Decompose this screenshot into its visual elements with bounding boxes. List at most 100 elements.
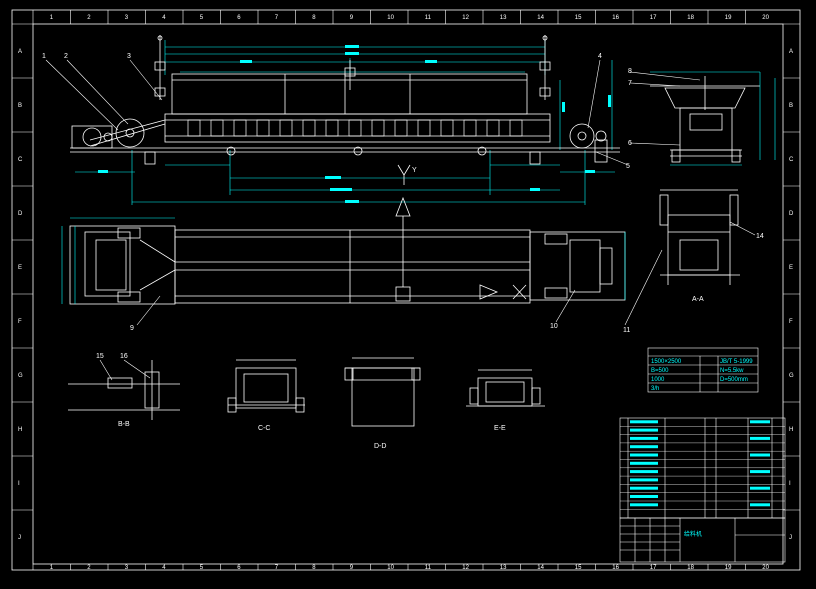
frame-column-label-16-top: 16 bbox=[612, 15, 619, 21]
drawing-title: 给料机 bbox=[684, 530, 702, 538]
frame-column-label-6-top: 6 bbox=[237, 15, 241, 21]
frame-column-label-3-top: 3 bbox=[125, 15, 129, 21]
title-block: 给料机 bbox=[619, 517, 786, 563]
frame-column-label-19-top: 19 bbox=[725, 15, 732, 21]
frame-row-label-C-left: C bbox=[18, 157, 23, 163]
frame-column-label-7-bottom: 7 bbox=[275, 565, 279, 571]
frame-column-label-17-bottom: 17 bbox=[650, 565, 657, 571]
frame-row-label-B-left: B bbox=[18, 103, 22, 109]
view-direction-arrow bbox=[395, 196, 411, 287]
spec-table: 1500×2500 B=500 1000 3/h JB/T 5-1999 N=5… bbox=[647, 347, 759, 393]
frame-column-label-15-bottom: 15 bbox=[575, 565, 582, 571]
plan-dimensions bbox=[61, 217, 626, 304]
balloon-7: 7 bbox=[628, 80, 632, 87]
frame-row-label-F-left: F bbox=[18, 319, 22, 325]
end-view-hopper bbox=[650, 76, 760, 163]
balloon-4: 4 bbox=[598, 53, 602, 60]
frame-row-label-G-left: G bbox=[18, 373, 23, 379]
frame-row-label-F-right: F bbox=[789, 319, 793, 325]
frame-column-label-2-bottom: 2 bbox=[87, 565, 91, 571]
balloon-10: 10 bbox=[550, 323, 558, 330]
balloon-1: 1 bbox=[42, 53, 46, 60]
balloon-3: 3 bbox=[127, 53, 131, 60]
lifting-lugs bbox=[154, 35, 551, 100]
elevation-dimension-text bbox=[98, 45, 611, 203]
frame-column-label-20-bottom: 20 bbox=[762, 565, 769, 571]
balloon-16: 16 bbox=[120, 353, 128, 360]
view-label-a-a: A-A bbox=[692, 296, 704, 303]
plan-frame bbox=[69, 225, 626, 305]
spec-cell-1: 1500×2500 bbox=[651, 359, 682, 365]
section-e-e bbox=[466, 369, 545, 407]
leader-lines bbox=[45, 59, 756, 381]
frame-row-label-B-right: B bbox=[789, 103, 793, 109]
balloon-9: 9 bbox=[130, 325, 134, 332]
view-arrow-y bbox=[397, 164, 411, 185]
frame-column-label-10-top: 10 bbox=[387, 15, 394, 21]
section-a-a bbox=[659, 189, 740, 285]
spec-cell-3: 1000 bbox=[651, 377, 665, 383]
frame-column-label-9-top: 9 bbox=[350, 15, 354, 21]
frame-zone-ticks bbox=[12, 10, 800, 570]
section-b-b bbox=[68, 360, 180, 420]
frame-row-label-D-left: D bbox=[18, 211, 23, 217]
frame-column-label-4-bottom: 4 bbox=[162, 565, 166, 571]
view-label-b-b: B-B bbox=[118, 421, 130, 428]
section-d-d bbox=[344, 357, 421, 427]
frame-column-label-11-bottom: 11 bbox=[425, 565, 432, 571]
balloon-14: 14 bbox=[756, 233, 764, 240]
section-c-c bbox=[227, 359, 305, 413]
balloon-11: 11 bbox=[623, 327, 630, 334]
frame-row-label-A-right: A bbox=[789, 49, 793, 55]
frame-column-label-1-bottom: 1 bbox=[50, 565, 54, 571]
frame-column-label-18-top: 18 bbox=[687, 15, 694, 21]
frame-column-label-14-top: 14 bbox=[537, 15, 544, 21]
frame-row-label-I-left: I bbox=[18, 481, 20, 487]
elevation-dimensions bbox=[75, 40, 615, 205]
frame-column-label-15-top: 15 bbox=[575, 15, 582, 21]
frame-row-label-E-right: E bbox=[789, 265, 793, 271]
frame-row-label-J-right: J bbox=[789, 535, 792, 541]
view-label-c-c: C-C bbox=[258, 425, 270, 432]
frame-column-label-13-top: 13 bbox=[500, 15, 507, 21]
frame-column-label-19-bottom: 19 bbox=[725, 565, 732, 571]
view-label-d-d: D-D bbox=[374, 443, 386, 450]
balloon-6: 6 bbox=[628, 140, 632, 147]
frame-column-label-5-top: 5 bbox=[200, 15, 204, 21]
frame-column-label-11-top: 11 bbox=[425, 15, 432, 21]
frame-column-label-1-top: 1 bbox=[50, 15, 54, 21]
frame-column-label-20-top: 20 bbox=[762, 15, 769, 21]
view-label-y: Y bbox=[412, 167, 417, 174]
frame-column-label-12-top: 12 bbox=[462, 15, 469, 21]
spec-cell-2: B=500 bbox=[651, 368, 669, 374]
tail-pulley bbox=[71, 118, 145, 149]
frame-column-label-4-top: 4 bbox=[162, 15, 166, 21]
frame-row-label-E-left: E bbox=[18, 265, 22, 271]
spec-cell-4: 3/h bbox=[651, 386, 659, 392]
frame-column-label-2-top: 2 bbox=[87, 15, 91, 21]
plan-view bbox=[61, 196, 626, 305]
frame-column-label-10-bottom: 10 bbox=[387, 565, 394, 571]
frame-column-label-9-bottom: 9 bbox=[350, 565, 354, 571]
parts-list bbox=[619, 417, 786, 519]
part-balloons: 1 2 3 4 5 6 7 8 9 10 11 14 15 16 bbox=[42, 53, 764, 360]
feeder-body bbox=[70, 73, 620, 153]
view-label-e-e: E-E bbox=[494, 425, 506, 432]
frame-column-label-6-bottom: 6 bbox=[237, 565, 241, 571]
end-view-dimensions bbox=[650, 71, 776, 166]
frame-column-label-16-bottom: 16 bbox=[612, 565, 619, 571]
spec-cell-6: N=5.5kw bbox=[720, 368, 744, 374]
frame-column-label-17-top: 17 bbox=[650, 15, 657, 21]
frame-column-label-3-bottom: 3 bbox=[125, 565, 129, 571]
balloon-15: 15 bbox=[96, 353, 104, 360]
support-feet bbox=[144, 146, 541, 165]
spec-cell-7: D=500mm bbox=[720, 377, 748, 383]
frame-row-label-D-right: D bbox=[789, 211, 794, 217]
frame-row-label-I-right: I bbox=[789, 481, 791, 487]
frame-column-label-5-bottom: 5 bbox=[200, 565, 204, 571]
frame-row-label-H-left: H bbox=[18, 427, 22, 433]
frame-row-label-H-right: H bbox=[789, 427, 793, 433]
frame-column-label-8-top: 8 bbox=[312, 15, 316, 21]
balloon-2: 2 bbox=[64, 53, 68, 60]
